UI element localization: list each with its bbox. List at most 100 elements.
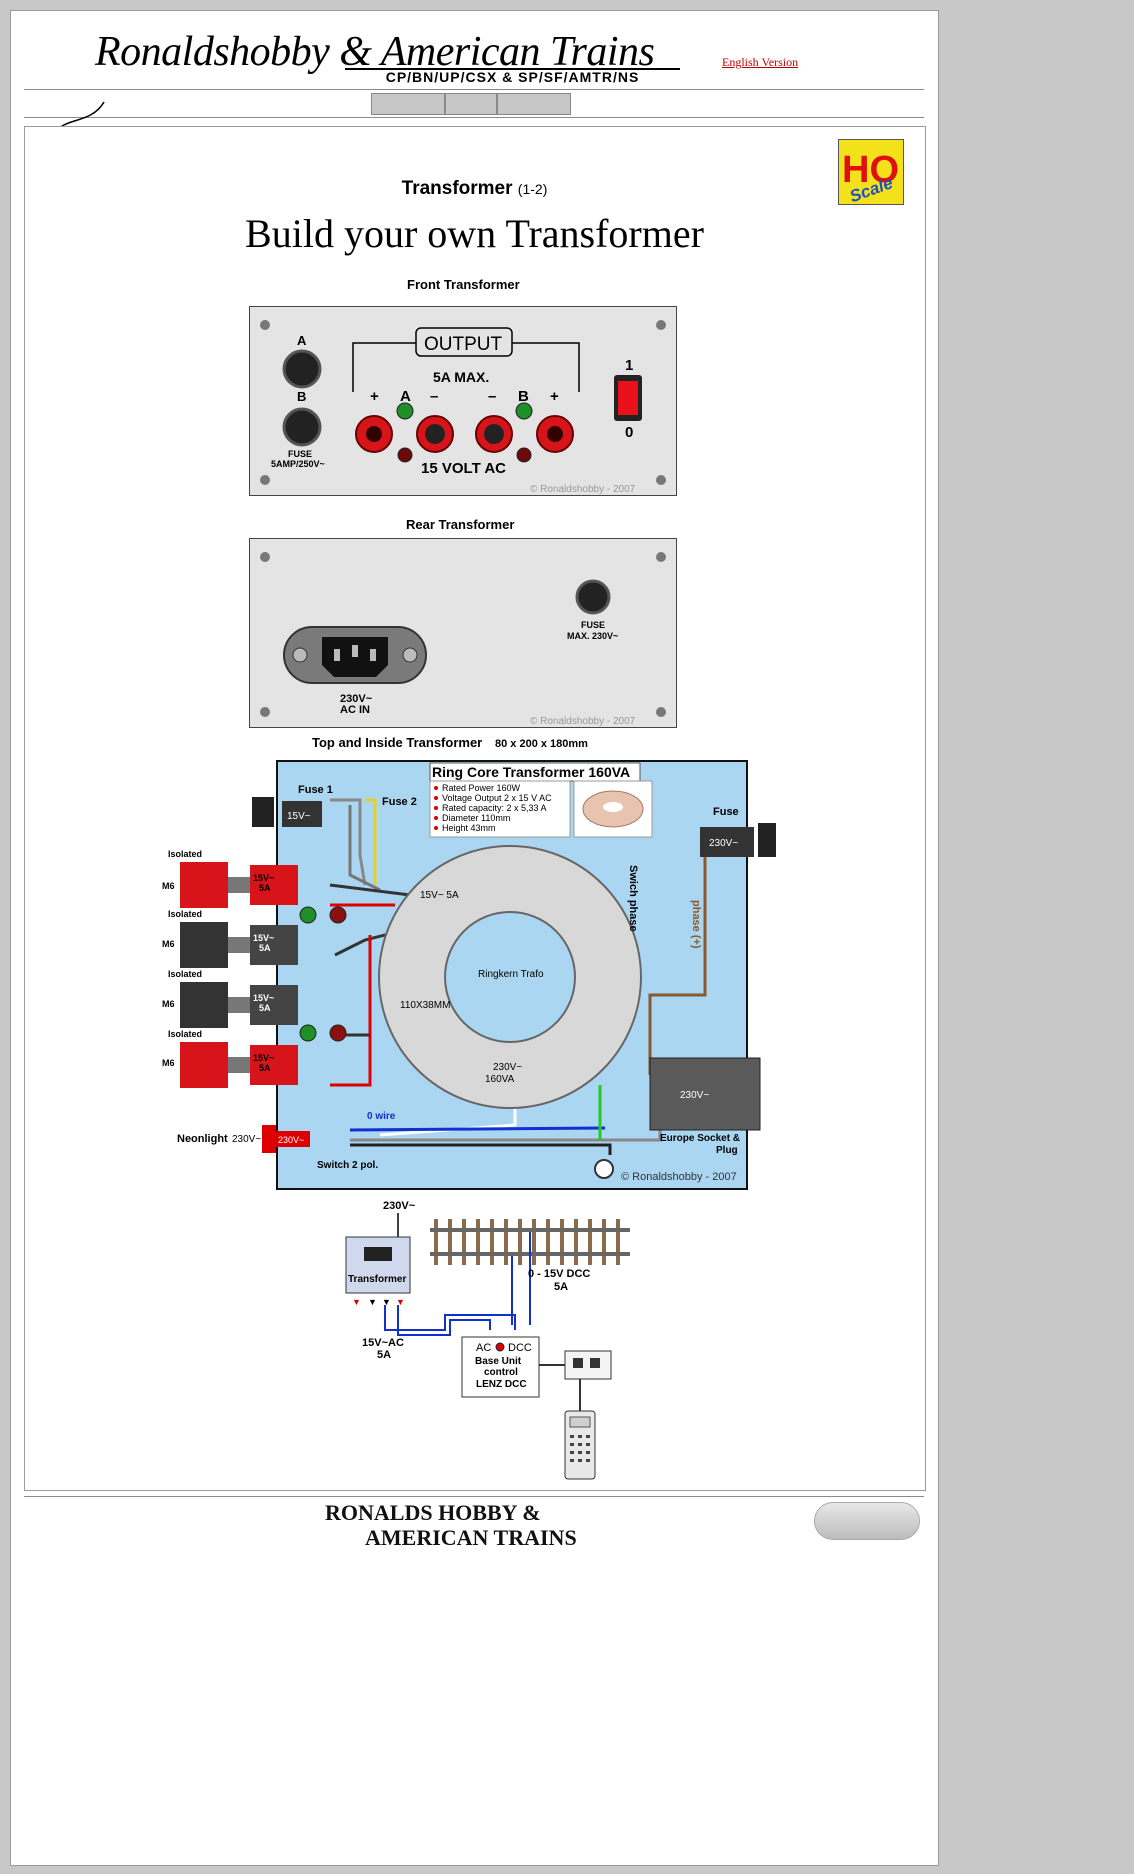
ho-scale-logo: HO Scale <box>838 139 904 206</box>
page-title: Build your own Transformer <box>245 211 704 256</box>
svg-text:M6: M6 <box>162 1058 175 1068</box>
front-panel: A B FUSE 5AMP/250V~ OUTPUT 5A MAX. + A –… <box>249 306 677 496</box>
top-dimensions: 80 x 200 x 180mm <box>495 738 588 750</box>
svg-text:Plug: Plug <box>716 1145 738 1156</box>
footer-pill-button[interactable] <box>814 1502 920 1540</box>
svg-text:5A: 5A <box>259 943 271 953</box>
nav-button-2[interactable] <box>445 93 497 115</box>
svg-text:▼: ▼ <box>396 1297 405 1307</box>
inside-diagram: Ring Core Transformer 160VA Rated Power … <box>162 760 776 1190</box>
page-heading: Transformer (1-2) <box>401 178 548 199</box>
svg-text:Swich phase: Swich phase <box>627 865 639 932</box>
svg-text:230V~: 230V~ <box>278 1135 304 1145</box>
svg-text:▼: ▼ <box>352 1297 361 1307</box>
nav-button-3[interactable] <box>497 93 571 115</box>
svg-text:Europe Socket &: Europe Socket & <box>660 1133 740 1144</box>
svg-text:5A MAX.: 5A MAX. <box>433 369 489 385</box>
front-caption: Front Transformer <box>407 277 520 292</box>
site-title: Ronaldshobby & American Trains <box>95 29 655 75</box>
svg-text:© Ronaldshobby - 2007: © Ronaldshobby - 2007 <box>621 1171 737 1183</box>
fuse1-holder-icon <box>282 801 322 827</box>
europe-socket-icon <box>649 1057 761 1131</box>
svg-text:M6: M6 <box>162 999 175 1009</box>
svg-text:▼: ▼ <box>382 1297 391 1307</box>
knob-a-icon <box>282 349 322 389</box>
svg-text:M6: M6 <box>162 939 175 949</box>
svg-text:230V~: 230V~ <box>709 838 738 849</box>
svg-text:Isolated: Isolated <box>168 969 202 979</box>
svg-text:Fuse 1: Fuse 1 <box>298 784 333 796</box>
svg-text:5AMP/250V~: 5AMP/250V~ <box>271 459 325 469</box>
rear-caption: Rear Transformer <box>406 517 515 532</box>
svg-text:Neonlight: Neonlight <box>177 1133 228 1145</box>
site-subtitle: CP/BN/UP/CSX & SP/SF/AMTR/NS <box>385 69 640 85</box>
connector-box-icon <box>564 1350 612 1380</box>
transformer-box-icon <box>345 1236 411 1294</box>
top-caption: Top and Inside Transformer <box>312 735 483 750</box>
nav-button-1[interactable] <box>371 93 445 115</box>
svg-text:5A: 5A <box>259 883 271 893</box>
svg-text:MAX. 230V~: MAX. 230V~ <box>567 631 618 641</box>
knob-b-fuse-icon <box>282 407 322 447</box>
svg-text:A: A <box>297 333 307 348</box>
svg-text:Ring Core Transformer 160VA: Ring Core Transformer 160VA <box>432 764 630 780</box>
svg-text:–: – <box>430 388 438 405</box>
svg-text:FUSE: FUSE <box>288 449 312 459</box>
svg-text:Rated capacity: 2 x 5,33 A: Rated capacity: 2 x 5,33 A <box>442 803 547 813</box>
svg-text:230V~: 230V~ <box>383 1200 416 1212</box>
svg-text:Isolated: Isolated <box>168 909 202 919</box>
svg-text:DCC: DCC <box>508 1342 532 1354</box>
svg-text:15 VOLT AC: 15 VOLT AC <box>421 460 506 477</box>
svg-text:▼: ▼ <box>368 1297 377 1307</box>
svg-text:15V~AC: 15V~AC <box>362 1337 404 1349</box>
svg-text:AC: AC <box>476 1342 491 1354</box>
svg-text:15V~: 15V~ <box>253 993 274 1003</box>
svg-text:Fuse 2: Fuse 2 <box>382 796 417 808</box>
svg-text:Fuse: Fuse <box>713 806 739 818</box>
svg-text:160VA: 160VA <box>485 1074 515 1085</box>
svg-text:0 wire: 0 wire <box>367 1111 396 1122</box>
svg-text:Transformer: Transformer <box>348 1274 406 1285</box>
track-rail-icon <box>430 1228 630 1232</box>
footer-divider <box>24 1496 924 1497</box>
fuse-right-holder-icon <box>700 827 754 857</box>
svg-text:HO: HO <box>842 149 899 191</box>
svg-text:Switch 2 pol.: Switch 2 pol. <box>317 1160 378 1171</box>
svg-text:OUTPUT: OUTPUT <box>424 334 503 355</box>
svg-text:5A: 5A <box>259 1063 271 1073</box>
title-underline <box>345 68 680 70</box>
ground-terminal-icon <box>594 1159 614 1179</box>
svg-text:15V~: 15V~ <box>253 873 274 883</box>
svg-text:Rated Power 160W: Rated Power 160W <box>442 783 521 793</box>
svg-text:5A: 5A <box>377 1349 391 1361</box>
svg-text:+: + <box>370 388 379 405</box>
svg-text:control: control <box>484 1367 518 1378</box>
svg-text:15V~ 5A: 15V~ 5A <box>420 890 459 901</box>
header-divider-top <box>24 89 924 90</box>
svg-text:230V~: 230V~ <box>680 1090 709 1101</box>
svg-text:© Ronaldshobby - 2007: © Ronaldshobby - 2007 <box>530 716 636 727</box>
svg-text:FUSE: FUSE <box>581 620 605 630</box>
svg-text:phase (+): phase (+) <box>690 900 702 949</box>
svg-text:15V~: 15V~ <box>253 933 274 943</box>
svg-text:230V~: 230V~ <box>493 1062 522 1073</box>
footer-logo: RONALDS HOBBY & AMERICAN TRAINS <box>325 1500 577 1550</box>
svg-text:–: – <box>488 388 496 405</box>
english-version-link[interactable]: English Version <box>722 55 799 69</box>
svg-text:A: A <box>400 388 411 405</box>
svg-text:LENZ DCC: LENZ DCC <box>476 1379 527 1390</box>
svg-text:B: B <box>297 389 306 404</box>
svg-text:0: 0 <box>625 424 633 441</box>
svg-text:5A: 5A <box>554 1281 568 1293</box>
header-divider-bottom <box>24 117 924 118</box>
svg-text:230V~: 230V~ <box>232 1134 261 1145</box>
svg-text:Height 43mm: Height 43mm <box>442 823 496 833</box>
wiring-diagram: 230V~ Transformer ▼ ▼ ▼ ▼ 15V~AC 5A 0 - 15V… <box>345 1200 630 1480</box>
svg-text:© Ronaldshobby - 2007: © Ronaldshobby - 2007 <box>530 484 636 495</box>
svg-text:AC IN: AC IN <box>340 704 370 716</box>
svg-text:M6: M6 <box>162 881 175 891</box>
svg-text:15V~: 15V~ <box>287 811 311 822</box>
svg-text:0 - 15V DCC: 0 - 15V DCC <box>528 1268 590 1280</box>
svg-text:+: + <box>550 388 559 405</box>
svg-text:Base Unit: Base Unit <box>475 1356 522 1367</box>
